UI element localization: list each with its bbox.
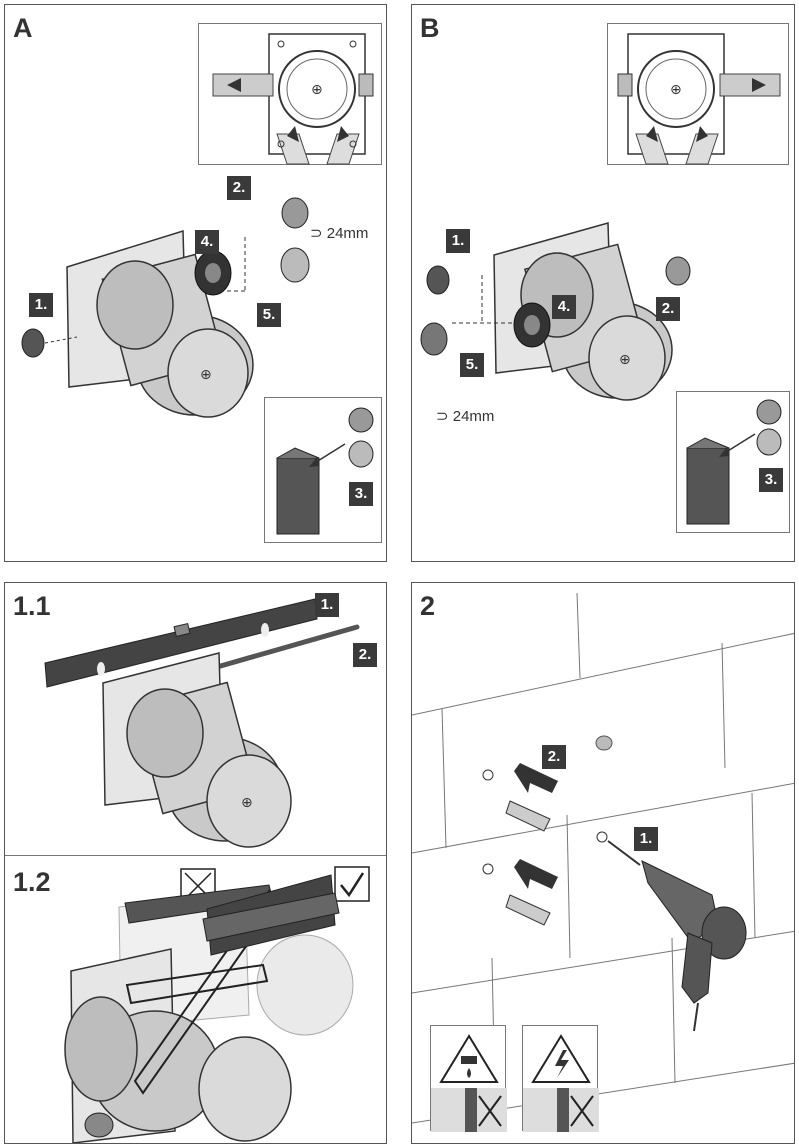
panel-b: B ⊕ ⊕ 1. 4. 2. 5. ⊃ — [411, 4, 795, 562]
wrench-size-value: 24mm — [326, 225, 369, 242]
step-badge-1: 1. — [634, 827, 658, 851]
step-badge-5: 5. — [257, 303, 281, 327]
section-1-1-label: 1.1 — [13, 591, 51, 621]
flow-direction-diagram: ⊕ — [212, 33, 374, 165]
step-badge-2: 2. — [227, 176, 251, 200]
svg-text:⊕: ⊕ — [619, 352, 631, 368]
correct-icon — [334, 866, 370, 902]
drill-icon — [607, 840, 747, 1032]
panel-a-label: A — [13, 13, 33, 43]
panel-b-label: B — [420, 13, 440, 43]
wall-plug-icon — [505, 894, 551, 926]
wrench-size-value: 24mm — [452, 408, 495, 425]
section-divider — [5, 855, 386, 856]
insert-arrow-icon — [514, 763, 558, 793]
section-2-label: 2 — [420, 591, 436, 621]
panel-d: 2 2. 1. — [411, 582, 795, 1144]
wrench-icon: ⊃ — [310, 225, 323, 242]
water-warning-icon — [431, 1034, 507, 1132]
wrench-size-label: ⊃ 24mm — [436, 407, 494, 425]
step-badge-4: 4. — [195, 230, 219, 254]
panel-a: A ⊕ ⊕ — [4, 4, 387, 562]
step-badge-1: 1. — [446, 229, 470, 253]
water-pipe-warning — [430, 1025, 507, 1132]
level-alignment-illustration: ⊕ — [44, 598, 360, 848]
panel-b-storage-inset: 3. — [676, 391, 790, 533]
wrench-icon: ⊃ — [436, 408, 449, 425]
section-1-2-label: 1.2 — [13, 867, 51, 897]
valve-assembly-illustration: ⊕ — [21, 197, 310, 418]
electric-warning-icon — [523, 1034, 599, 1132]
svg-text:⊕: ⊕ — [241, 795, 253, 811]
step-badge-4: 4. — [552, 295, 576, 319]
wall-plug-icon — [505, 800, 551, 832]
electric-cable-warning — [522, 1025, 599, 1132]
panel-a-storage-inset: 3. — [264, 397, 382, 543]
step-badge-2: 2. — [656, 297, 680, 321]
insert-arrow-icon — [514, 859, 558, 889]
step-badge-2: 2. — [542, 745, 566, 769]
wall-drilling-illustration — [412, 592, 794, 1124]
panel-c: 1.1 ⊕ 1. 2. 1.2 — [4, 582, 387, 1144]
storage-box-illustration — [686, 399, 782, 525]
panel-a-flow-inset: ⊕ — [198, 23, 382, 165]
level-check-illustration — [64, 866, 370, 1143]
step-badge-2: 2. — [353, 643, 377, 667]
step-badge-3: 3. — [759, 468, 783, 492]
storage-box-illustration — [276, 407, 374, 535]
svg-text:⊕: ⊕ — [311, 82, 323, 98]
step-badge-1: 1. — [29, 293, 53, 317]
panel-b-flow-inset: ⊕ — [607, 23, 789, 165]
wrench-size-label: ⊃ 24mm — [310, 224, 368, 242]
flow-direction-diagram: ⊕ — [617, 33, 781, 165]
step-badge-1: 1. — [315, 593, 339, 617]
step-badge-5: 5. — [460, 353, 484, 377]
step-badge-3: 3. — [349, 482, 373, 506]
svg-text:⊕: ⊕ — [670, 82, 682, 98]
svg-text:⊕: ⊕ — [200, 367, 212, 383]
